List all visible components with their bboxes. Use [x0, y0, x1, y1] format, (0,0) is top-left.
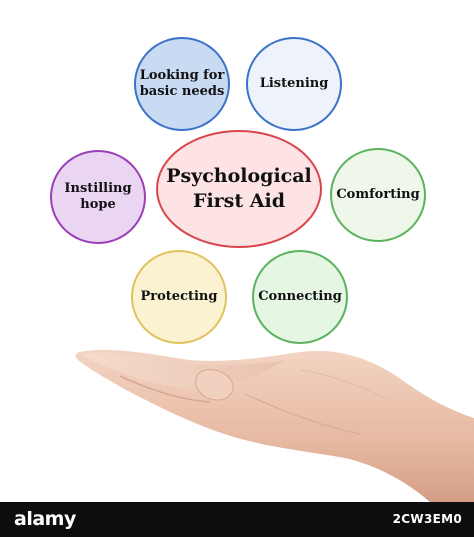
circle-basic-needs: Looking for basic needs [134, 37, 230, 131]
label-protecting: Protecting [140, 288, 218, 304]
label-comforting: Comforting [336, 186, 420, 202]
center-circle: Psychological First Aid [156, 130, 322, 248]
image-id: 2CW3EM0 [392, 512, 462, 526]
label-listening: Listening [259, 75, 329, 91]
footer-bar: alamy 2CW3EM0 [0, 502, 474, 537]
circle-connecting: Connecting [252, 250, 348, 344]
circle-comforting: Comforting [330, 148, 426, 242]
circle-listening: Listening [246, 37, 342, 131]
diagram-stage: Psychological First Aid Looking for basi… [50, 37, 474, 502]
hand-shape [75, 349, 474, 502]
brand-logo: alamy [14, 508, 76, 530]
label-basic-needs: Looking for basic needs [139, 67, 225, 99]
circle-instilling-hope: Instilling hope [50, 150, 146, 244]
center-label: Psychological First Aid [166, 165, 312, 212]
label-instilling-hope: Instilling hope [64, 180, 132, 212]
open-hand-illustration [75, 349, 474, 502]
circle-protecting: Protecting [131, 250, 227, 344]
thumb-shape [195, 369, 234, 401]
label-connecting: Connecting [258, 288, 342, 304]
